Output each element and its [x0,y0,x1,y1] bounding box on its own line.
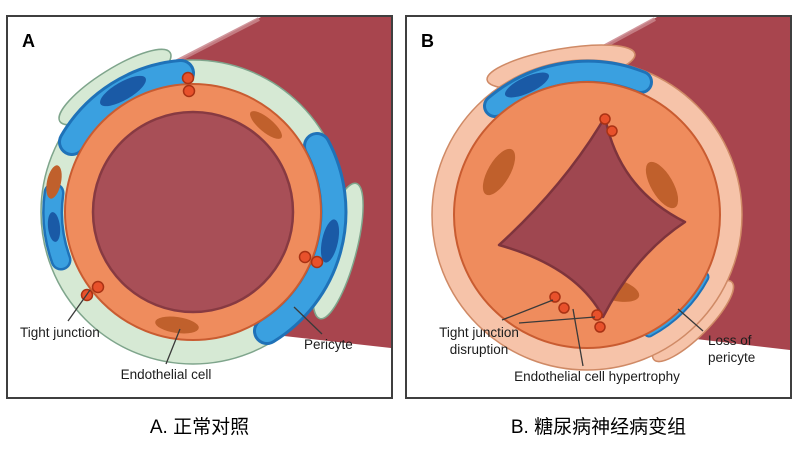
panel-a: A Tight junction Endothelial cell Pericy… [6,15,393,399]
tight-junction-dot [298,250,312,264]
tight-junction-dot [591,309,603,321]
pericyte-label: Pericyte [304,337,353,352]
vessel-diagram-normal: A Tight junction Endothelial cell Pericy… [20,17,391,382]
endothelial-nucleus-right [645,161,679,209]
tight-junction-label-line2: disruption [450,342,509,357]
panel-row: A Tight junction Endothelial cell Pericy… [6,15,792,399]
tight-junction-dot [606,125,618,137]
tight-junction-top [181,71,196,98]
tight-junction-dot [91,280,105,294]
pericyte-nucleus-top [100,75,146,107]
constricted-lumen [497,115,687,319]
tight-junction-dot [310,255,324,269]
panel-letter: B [421,31,434,51]
tight-junction-dot [181,71,195,85]
tight-junction-disrupted-left [549,291,570,314]
panel-b: B Tight junction disruption Endothelial … [405,15,792,399]
caption-row: A. 正常对照 B. 糖尿病神经病变组 [0,412,798,439]
tight-junction-pointer-1 [501,299,554,321]
caption-a: A. 正常对照 [149,417,250,438]
vessel-diagram-diabetic: B Tight junction disruption Endothelial … [421,17,790,384]
tight-junction-label: Tight junction [20,325,100,340]
tight-junction-right [298,250,324,269]
vessel-lumen [91,110,295,314]
tight-junction-dot [558,302,570,314]
endothelial-nucleus-bottom [155,316,199,334]
tight-junction-pointer-2 [518,316,596,324]
tight-junction-dot [599,113,611,125]
tight-junction-pointer [67,289,91,322]
pericyte-pointer [293,306,323,335]
loss-of-pericyte-label-line1: Loss of [708,333,752,348]
pericyte-nucleus-top [504,72,550,98]
pericyte-nucleus-left [47,212,61,242]
endothelial-cell-label: Endothelial cell [121,367,212,382]
endothelial-hypertrophy-label: Endothelial cell hypertrophy [514,369,680,384]
loss-of-pericyte-label-line2: pericyte [708,350,755,365]
tight-junction-dot [182,84,196,98]
tight-junction-disrupted-top [599,113,618,137]
panel-letter: A [22,31,35,51]
tight-junction-label-line1: Tight junction [439,325,519,340]
pericyte-nucleus-right [320,219,340,263]
endothelial-nucleus-left [482,148,516,196]
endothelial-pointer [165,328,181,365]
caption-b: B. 糖尿病神经病变组 [510,417,687,438]
pericyte-pointer [677,308,704,332]
endothelial-pointer [572,308,584,367]
endothelial-nucleus-upper-right [250,111,282,139]
endothelial-nucleus-left [46,165,62,199]
tight-junction-dot [594,321,606,333]
